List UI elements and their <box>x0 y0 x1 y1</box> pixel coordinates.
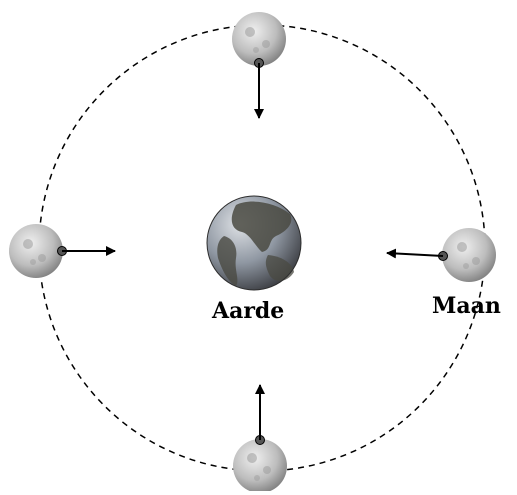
arrow-top <box>254 58 264 119</box>
moon-label: Maan <box>432 293 501 319</box>
moon-top <box>232 12 286 66</box>
moon-left <box>9 224 63 278</box>
moon-bottom <box>233 439 287 493</box>
moon-right <box>442 228 496 282</box>
arrow-left <box>57 246 116 256</box>
earth-label: Aarde <box>212 298 285 324</box>
arrow-bottom <box>255 384 265 445</box>
earth-globe <box>206 195 302 291</box>
arrow-right <box>386 248 448 261</box>
